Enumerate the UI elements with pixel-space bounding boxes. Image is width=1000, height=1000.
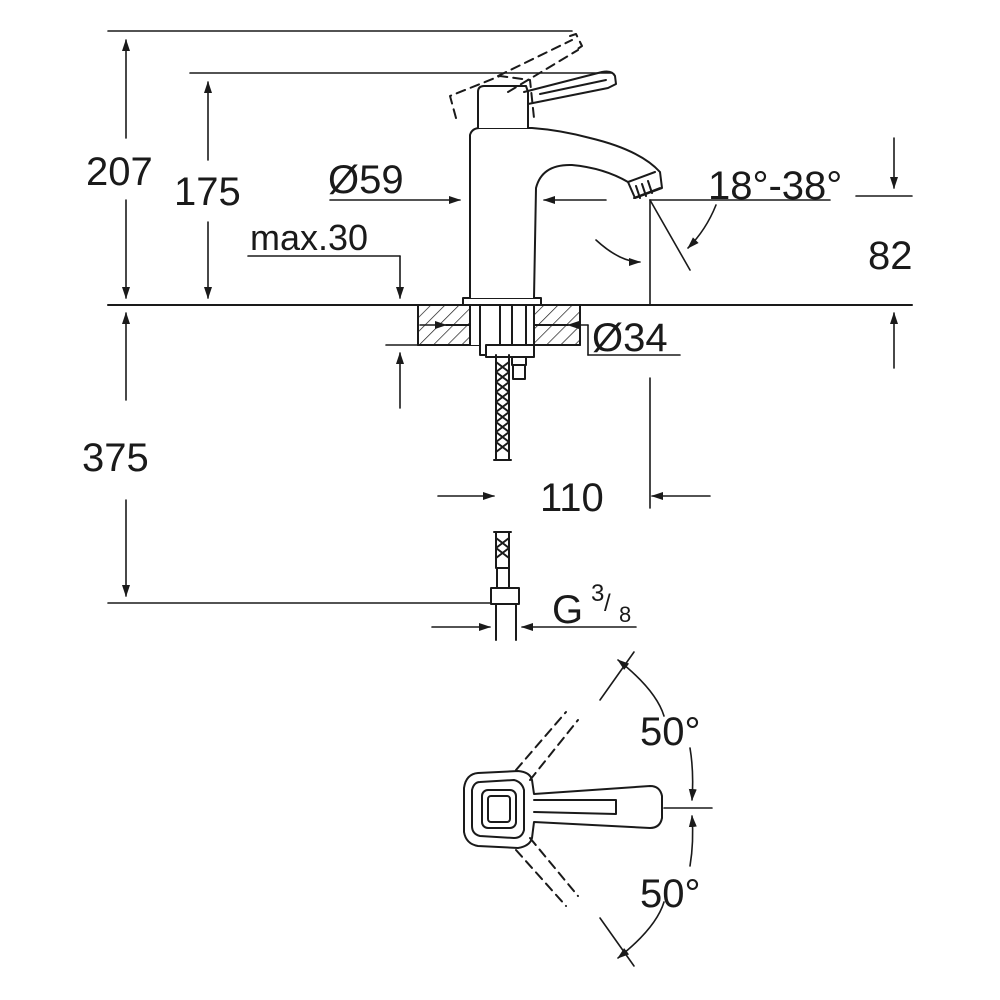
dimension-lines: [107, 30, 913, 631]
dim-under-counter: 375: [82, 436, 149, 480]
lever-handle: [477, 70, 617, 129]
dim-spout-height: 82: [868, 234, 913, 278]
dim-spout-angle: 18°-38°: [708, 164, 843, 208]
mixer-body: [462, 127, 663, 306]
thread-slash: /: [604, 590, 611, 617]
dim-hole-diameter: Ø34: [592, 316, 668, 360]
dim-max-thickness: max.30: [250, 217, 369, 258]
swivel-dashed-lines: [515, 711, 579, 907]
thread-denominator: 8: [619, 602, 632, 627]
dim-lever-height: 175: [174, 170, 241, 214]
swivel-dimension-lines: [599, 651, 713, 967]
dim-total-height: 207: [86, 150, 153, 194]
dim-body-diameter: Ø59: [328, 158, 404, 202]
supply-hose-lower: [490, 531, 520, 641]
lever-raised-outline: [449, 33, 583, 119]
thread-numerator: 3: [591, 580, 605, 607]
dim-swivel-right: 50°: [640, 872, 701, 916]
dim-swivel-left: 50°: [640, 710, 701, 754]
dim-projection: 110: [540, 476, 604, 520]
thread-letter: G: [552, 588, 584, 632]
handle-top-view: [463, 770, 663, 849]
supply-hose-upper: [493, 354, 512, 461]
